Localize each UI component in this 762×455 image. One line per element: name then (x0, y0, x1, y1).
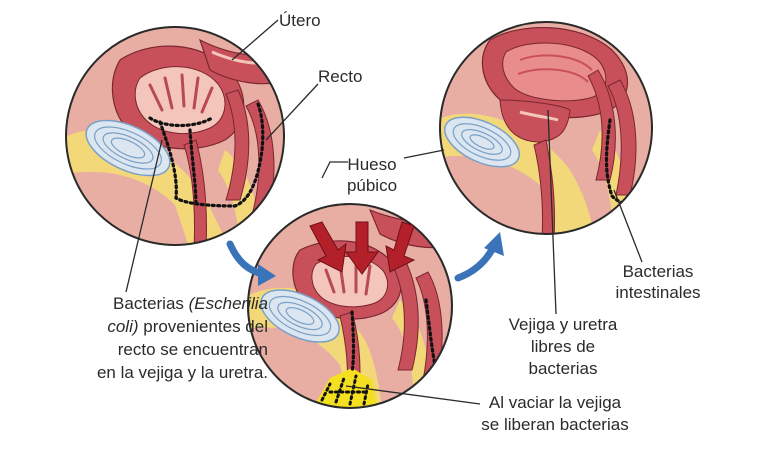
label-recto: Recto (318, 67, 363, 86)
label-hueso-line1: Hueso (347, 155, 397, 174)
anatomy-circle-clear (439, 21, 653, 235)
label-vaciar-line2: se liberan bacterias (481, 415, 629, 434)
transition-arrows (226, 232, 504, 286)
anatomy-circle-infected (65, 26, 285, 246)
pressure-arrows (309, 221, 416, 275)
label-bacterias-intestinales-line2: intestinales (615, 283, 701, 302)
anatomy-circle-voiding (247, 203, 453, 409)
label-ecoli-line2-text: provenientes del (138, 317, 268, 336)
label-ecoli-line4: en la vejiga y la uretra. (96, 363, 268, 382)
label-utero: Útero (279, 11, 321, 30)
leader-lines (125, 19, 643, 405)
label-vejiga-libre-line1: Vejiga y uretra (508, 315, 618, 334)
label-ecoli-line3: recto se encuentran (117, 340, 268, 359)
label-hueso-pubico: Hueso púbico (332, 154, 412, 196)
label-ecoli-line2-italic: coli) (107, 317, 139, 336)
label-bacterias-intestinales: Bacterias intestinales (598, 261, 718, 303)
label-vaciar-line1: Al vaciar la vejiga (488, 393, 622, 412)
label-vejiga-libre-line2: libres de (530, 337, 596, 356)
label-ecoli-line1-text: Bacterias (113, 294, 189, 313)
label-hueso-line2: púbico (346, 176, 398, 195)
label-vejiga-libre-line3: bacterias (528, 359, 598, 378)
label-ecoli-description: Bacterias (Escherilia coli) provenientes… (8, 292, 268, 384)
label-ecoli-line1-italic: (Escherilia (188, 294, 268, 313)
label-vejiga-libre: Vejiga y uretra libres de bacterias (493, 314, 633, 380)
label-ecoli-line2: coli) provenientes del (8, 315, 268, 338)
label-ecoli-line1: Bacterias (Escherilia (8, 292, 268, 315)
label-bacterias-intestinales-line1: Bacterias (622, 262, 694, 281)
label-vaciar-vejiga: Al vaciar la vejiga se liberan bacterias (470, 392, 640, 436)
